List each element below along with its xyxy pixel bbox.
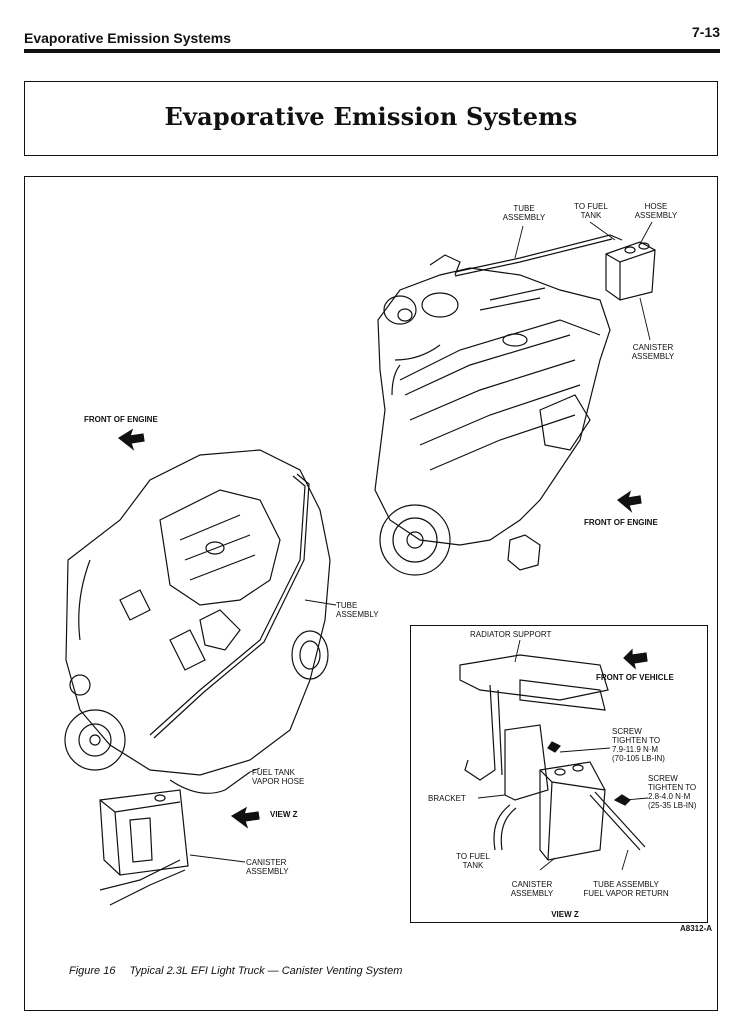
figure-number: Figure 16 xyxy=(69,965,116,977)
title-box: Evaporative Emission Systems xyxy=(24,81,718,156)
inset-label-screw-1: SCREW TIGHTEN TO 7.9-11.9 N·m (70-105 LB… xyxy=(612,727,665,763)
label-fuel-tank-vapor-hose: FUEL TANK VAPOR HOSE xyxy=(252,768,305,786)
inset-label-front-of-vehicle: FRONT OF VEHICLE xyxy=(596,673,674,682)
inset-label-screw-2: SCREW TIGHTEN TO 2.8-4.0 N·m (25-35 LB-I… xyxy=(648,774,697,810)
label-view-z: VIEW Z xyxy=(270,810,298,819)
inset-drawing xyxy=(459,639,649,871)
left-engine-drawing xyxy=(64,428,337,906)
header-rule xyxy=(24,49,720,53)
inset-label-bracket: BRACKET xyxy=(428,794,466,803)
figure-caption: Figure 16 Typical 2.3L EFI Light Truck — … xyxy=(69,965,416,977)
inset-label-to-fuel-tank: TO FUEL TANK xyxy=(456,852,490,870)
inset-label-view-z: VIEW Z xyxy=(551,910,579,919)
label-canister-assembly-top: CANISTER ASSEMBLY xyxy=(631,343,675,361)
label-to-fuel-tank-top: TO FUEL TANK xyxy=(574,202,608,220)
upper-engine-drawing xyxy=(374,221,656,576)
running-header-title: Evaporative Emission Systems xyxy=(24,30,231,46)
label-tube-assembly-mid: TUBE ASSEMBLY xyxy=(336,601,379,619)
page-number: 7-13 xyxy=(691,24,720,40)
label-front-of-engine-right: FRONT OF ENGINE xyxy=(584,518,658,527)
inset-label-canister-assembly: CANISTER ASSEMBLY xyxy=(510,880,554,898)
label-front-of-engine-left: FRONT OF ENGINE xyxy=(84,415,158,424)
running-header: Evaporative Emission Systems 7-13 xyxy=(24,24,720,50)
label-canister-assembly-bottom: CANISTER ASSEMBLY xyxy=(246,858,289,876)
inset-label-radiator-support: RADIATOR SUPPORT xyxy=(470,630,552,639)
figure-box xyxy=(24,176,718,1011)
figure-code: A8312-A xyxy=(680,924,713,933)
inset-view-z xyxy=(410,625,708,923)
label-hose-assembly: HOSE ASSEMBLY xyxy=(634,202,678,220)
figure-caption-text: Typical 2.3L EFI Light Truck — Canister … xyxy=(129,965,403,977)
inset-label-tube-assembly-return: TUBE ASSEMBLY FUEL VAPOR RETURN xyxy=(583,880,669,898)
label-tube-assembly-top: TUBE ASSEMBLY xyxy=(502,204,546,222)
page-title: Evaporative Emission Systems xyxy=(164,102,578,131)
